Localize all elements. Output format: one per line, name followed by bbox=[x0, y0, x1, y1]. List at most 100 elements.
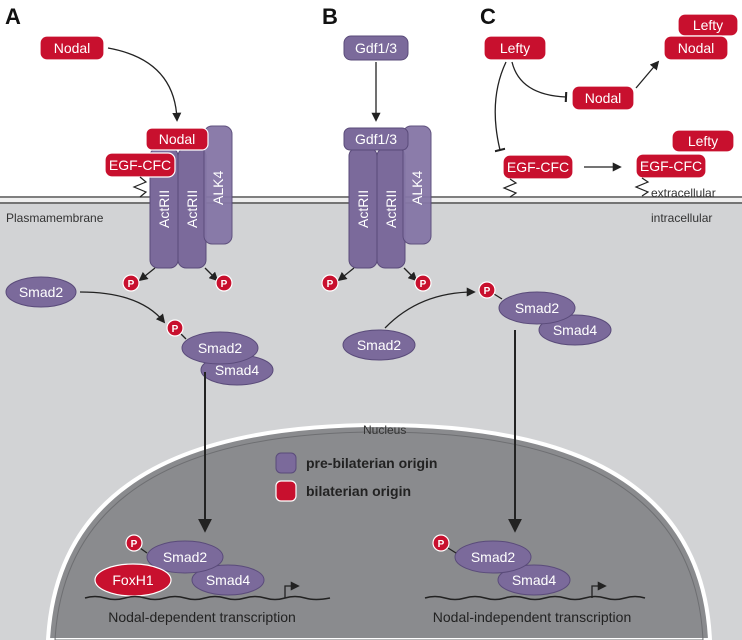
lefty-c bbox=[483, 35, 547, 61]
smad4-c-nuclear bbox=[497, 564, 571, 596]
phos-arrow-b-left bbox=[337, 267, 355, 282]
lefty-inhibits-egfcfc bbox=[494, 61, 507, 153]
phosphate-b-left bbox=[321, 274, 339, 292]
smad4-a-label: Smad4 bbox=[215, 362, 260, 378]
actrii-label-b1: ActRII bbox=[355, 190, 371, 228]
smad4-a-nuclear bbox=[191, 564, 265, 596]
legend-label-bilaterian: bilaterian origin bbox=[306, 483, 411, 499]
alk4-receptor-b bbox=[402, 125, 432, 245]
egfcfc-c bbox=[502, 154, 574, 180]
phosphate-c-smad bbox=[478, 281, 496, 299]
nodal-c bbox=[571, 85, 635, 111]
nodal-c-label: Nodal bbox=[585, 90, 622, 106]
arrow-smad2-phos-a bbox=[79, 291, 166, 324]
nodal-complex-c bbox=[663, 35, 729, 61]
legend-swatch-bilaterian bbox=[275, 480, 297, 502]
actrii-label-a2: ActRII bbox=[184, 190, 200, 228]
smad2-b-unphos-label: Smad2 bbox=[357, 337, 402, 353]
smad4-c-label: Smad4 bbox=[553, 322, 598, 338]
tss-arrow-a bbox=[284, 581, 300, 598]
phos-arrow-a-right bbox=[204, 267, 219, 282]
gpi-anchor-a bbox=[132, 176, 148, 198]
smad2-a-unphos bbox=[5, 276, 77, 308]
smad4-c bbox=[538, 314, 612, 346]
alk4-label-b: ALK4 bbox=[409, 171, 425, 205]
phosphate-a-smad-label: P bbox=[172, 324, 179, 335]
smad4-a-nuclear-label: Smad4 bbox=[206, 572, 251, 588]
lefty-c-label: Lefty bbox=[500, 40, 530, 56]
gdf-ligand-b-label: Gdf1/3 bbox=[355, 40, 397, 56]
extracellular-label: extracellular bbox=[651, 186, 716, 200]
plasmamembrane-label: Plasmamembrane bbox=[6, 211, 104, 225]
smad2-a-phos-label: Smad2 bbox=[198, 340, 243, 356]
nucleus-label: Nucleus bbox=[363, 423, 406, 437]
smad2-c-phos-label: Smad2 bbox=[515, 300, 560, 316]
phosphate-a-nuclear-label: P bbox=[131, 539, 138, 550]
smad4-c-nuclear-label: Smad4 bbox=[512, 572, 557, 588]
egfcfc-complex-c-label: EGF-CFC bbox=[640, 158, 702, 174]
smad2-c-nuclear-label: Smad2 bbox=[471, 549, 516, 565]
tss-arrow-c bbox=[591, 581, 607, 598]
panel-label-b: B bbox=[322, 4, 338, 29]
phosphate-a-nuclear bbox=[125, 534, 143, 552]
phosphate-a-right bbox=[215, 274, 233, 292]
gdf-bound-b-label: Gdf1/3 bbox=[355, 131, 397, 147]
foxh1-a-label: FoxH1 bbox=[112, 572, 153, 588]
lefty-inhibits-nodal bbox=[511, 61, 568, 103]
smad2-a-nuclear bbox=[146, 540, 224, 574]
actrii-label-a1: ActRII bbox=[156, 190, 172, 228]
smad2-c-nuclear bbox=[454, 540, 532, 574]
phos-link-c bbox=[493, 293, 503, 300]
egfcfc-a-label: EGF-CFC bbox=[109, 157, 171, 173]
lefty-egfcfc-c-label: Lefty bbox=[688, 133, 718, 149]
gpi-anchor-c1 bbox=[502, 178, 518, 198]
phos-link-a-nuc bbox=[139, 547, 148, 554]
phosphate-c-smad-label: P bbox=[484, 286, 491, 297]
arrow-nodal-to-complex-c bbox=[635, 60, 660, 89]
egfcfc-complex-c bbox=[635, 153, 707, 179]
nodal-ligand-a bbox=[39, 35, 105, 61]
alk4-receptor-a bbox=[203, 125, 233, 245]
arrow-smad2-phos-b bbox=[384, 287, 476, 329]
phos-arrow-b-right bbox=[403, 267, 418, 282]
phosphate-b-left-label: P bbox=[327, 279, 334, 290]
nodal-dependent-label: Nodal-dependent transcription bbox=[108, 609, 296, 625]
lefty-complex-c-label: Lefty bbox=[693, 17, 723, 33]
legend-label-pre-bilaterian: pre-bilaterian origin bbox=[306, 455, 437, 471]
smad2-a-unphos-label: Smad2 bbox=[19, 284, 64, 300]
gdf-bound-b bbox=[343, 127, 409, 151]
lefty-egfcfc-c bbox=[671, 129, 735, 153]
nodal-bound-a-label: Nodal bbox=[159, 131, 196, 147]
panel-label-c: C bbox=[480, 4, 496, 29]
actrii-label-b2: ActRII bbox=[383, 190, 399, 228]
phosphate-a-right-label: P bbox=[221, 279, 228, 290]
alk4-label-a: ALK4 bbox=[210, 171, 226, 205]
phosphate-b-right-label: P bbox=[420, 279, 427, 290]
smad2-b-unphos bbox=[342, 329, 416, 361]
nodal-bound-a bbox=[145, 127, 209, 151]
phosphate-b-right bbox=[414, 274, 432, 292]
legend-swatch-pre-bilaterian bbox=[275, 452, 297, 474]
nucleus-inner-envelope bbox=[54, 431, 704, 640]
phosphate-a-left-label: P bbox=[128, 279, 135, 290]
dna-c bbox=[424, 595, 646, 601]
egfcfc-c-label: EGF-CFC bbox=[507, 159, 569, 175]
phosphate-c-nuclear-label: P bbox=[438, 539, 445, 550]
phosphate-c-nuclear bbox=[432, 534, 450, 552]
arrow-nodal-to-receptor-a bbox=[107, 47, 182, 122]
smad2-a-nuclear-label: Smad2 bbox=[163, 549, 208, 565]
phosphate-a-left bbox=[122, 274, 140, 292]
phos-arrow-a-left bbox=[138, 267, 156, 282]
gpi-anchor-c2 bbox=[634, 177, 650, 197]
nodal-independent-label: Nodal-independent transcription bbox=[433, 609, 631, 625]
smad2-c-phos bbox=[498, 291, 576, 325]
smad2-a-phos bbox=[181, 331, 259, 365]
panel-label-a: A bbox=[5, 4, 21, 29]
nodal-complex-c-label: Nodal bbox=[678, 40, 715, 56]
gdf-ligand-b bbox=[343, 35, 409, 61]
phos-link-c-nuc bbox=[447, 547, 457, 554]
intracellular-label: intracellular bbox=[651, 211, 712, 225]
nodal-ligand-a-label: Nodal bbox=[54, 40, 91, 56]
